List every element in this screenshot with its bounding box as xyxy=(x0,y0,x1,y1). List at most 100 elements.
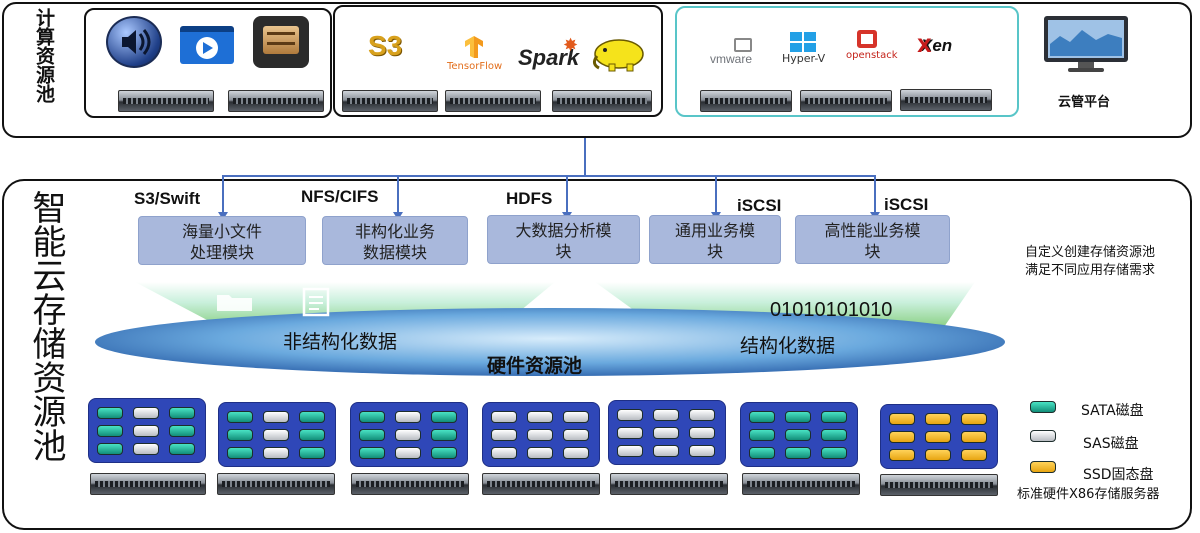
disk-sas xyxy=(263,429,289,441)
data-funnel-graphic xyxy=(95,282,1005,376)
module-line: 非构化业务 xyxy=(354,222,435,241)
unstructured-data-label: 非结构化数据 xyxy=(283,331,398,353)
module-box: 大数据分析模块 xyxy=(487,215,640,264)
vmware-logo: vmware xyxy=(710,52,753,66)
disk-sas xyxy=(395,411,421,423)
disk-group xyxy=(218,402,336,467)
disk-sata xyxy=(169,443,195,455)
disk-sas xyxy=(491,411,517,423)
disk-ssd xyxy=(889,431,915,443)
spark-logo: Spark xyxy=(518,45,580,70)
hardware-pool-label: 硬件资源池 xyxy=(487,355,583,377)
disk-sas xyxy=(133,443,159,455)
server-rack xyxy=(228,90,324,112)
storage-server xyxy=(217,473,335,495)
disk-sata xyxy=(227,411,253,423)
video-player-icon xyxy=(180,26,234,64)
speaker-app-icon xyxy=(106,16,162,68)
disk-group xyxy=(608,400,726,465)
disk-ssd xyxy=(961,431,987,443)
module-box: 非构化业务数据模块 xyxy=(322,216,468,265)
legend-sas-label: SAS磁盘 xyxy=(1083,436,1139,452)
disk-sas xyxy=(263,411,289,423)
disk-ssd xyxy=(925,431,951,443)
module-line: 块 xyxy=(555,242,572,261)
storage-pool-title: 智能云存储资源池 xyxy=(26,190,66,462)
disk-sata xyxy=(431,447,457,459)
module-line: 海量小文件 xyxy=(181,222,262,241)
disk-sas xyxy=(491,447,517,459)
vmware-icon xyxy=(734,38,752,52)
folder-icon xyxy=(215,291,255,313)
disk-sata xyxy=(169,407,195,419)
xen-x-icon: X xyxy=(917,35,932,57)
module-line: 大数据分析模 xyxy=(515,221,612,240)
disk-sas xyxy=(563,429,589,441)
disk-sas xyxy=(563,411,589,423)
disk-sata xyxy=(431,411,457,423)
legend-sata-swatch xyxy=(1030,401,1056,413)
disk-sata xyxy=(97,407,123,419)
disk-sas xyxy=(133,425,159,437)
server-rack xyxy=(118,90,214,112)
module-box: 通用业务模块 xyxy=(649,215,781,264)
disk-group xyxy=(350,402,468,467)
disk-sas xyxy=(563,447,589,459)
disk-sata xyxy=(359,447,385,459)
disk-group xyxy=(740,402,858,467)
module-box: 高性能业务模块 xyxy=(795,215,950,264)
disk-sata xyxy=(749,411,775,423)
xen-logo: Xen xyxy=(921,36,953,55)
server-rack xyxy=(445,90,541,112)
server-rack xyxy=(700,90,792,112)
monitor-icon xyxy=(1040,14,1132,76)
disk-sata xyxy=(749,447,775,459)
storage-server xyxy=(90,473,206,495)
arrow-line xyxy=(397,177,399,217)
disk-sas xyxy=(653,427,679,439)
disk-sata xyxy=(97,443,123,455)
side-note-line: 满足不同应用存储需求 xyxy=(1025,263,1156,278)
module-line: 块 xyxy=(864,242,881,261)
disk-sas xyxy=(617,445,643,457)
disk-sata xyxy=(821,429,847,441)
binary-text: 01010101010 xyxy=(770,299,893,321)
module-line: 数据模块 xyxy=(362,243,427,262)
disk-sas xyxy=(395,429,421,441)
disk-sas xyxy=(527,429,553,441)
arrow-line xyxy=(222,177,224,217)
disk-sas xyxy=(263,447,289,459)
disk-sata xyxy=(169,425,195,437)
disk-group xyxy=(880,404,998,469)
tensorflow-label: TensorFlow xyxy=(447,61,503,72)
protocol-label: HDFS xyxy=(506,189,553,208)
side-note-line: 自定义创建存储资源池 xyxy=(1025,245,1156,260)
disk-sata xyxy=(431,429,457,441)
legend-server-label: 标准硬件X86存储服务器 xyxy=(1017,487,1160,502)
openstack-icon xyxy=(857,30,877,48)
disk-group xyxy=(482,402,600,467)
disk-ssd xyxy=(889,413,915,425)
legend-sata-label: SATA磁盘 xyxy=(1081,403,1144,419)
connector-line xyxy=(584,138,586,176)
disk-sas xyxy=(491,429,517,441)
module-line: 块 xyxy=(706,242,723,261)
disk-sata xyxy=(227,447,253,459)
storage-server xyxy=(742,473,860,495)
disk-ssd xyxy=(889,449,915,461)
disk-sata xyxy=(359,429,385,441)
disk-sas xyxy=(527,447,553,459)
connector-line xyxy=(222,175,876,177)
server-rack xyxy=(552,90,652,112)
tensorflow-logo-icon xyxy=(464,36,484,60)
disk-sata xyxy=(97,425,123,437)
disk-sata xyxy=(821,411,847,423)
spark-star-icon: ✸ xyxy=(563,35,579,56)
disk-sas xyxy=(653,445,679,457)
server-rack xyxy=(800,90,892,112)
hadoop-elephant-icon xyxy=(591,36,651,72)
compute-pool-title: 计算资源池 xyxy=(33,8,55,103)
disk-ssd xyxy=(925,413,951,425)
disk-sas xyxy=(395,447,421,459)
hyperv-logo: Hyper-V xyxy=(782,52,826,65)
